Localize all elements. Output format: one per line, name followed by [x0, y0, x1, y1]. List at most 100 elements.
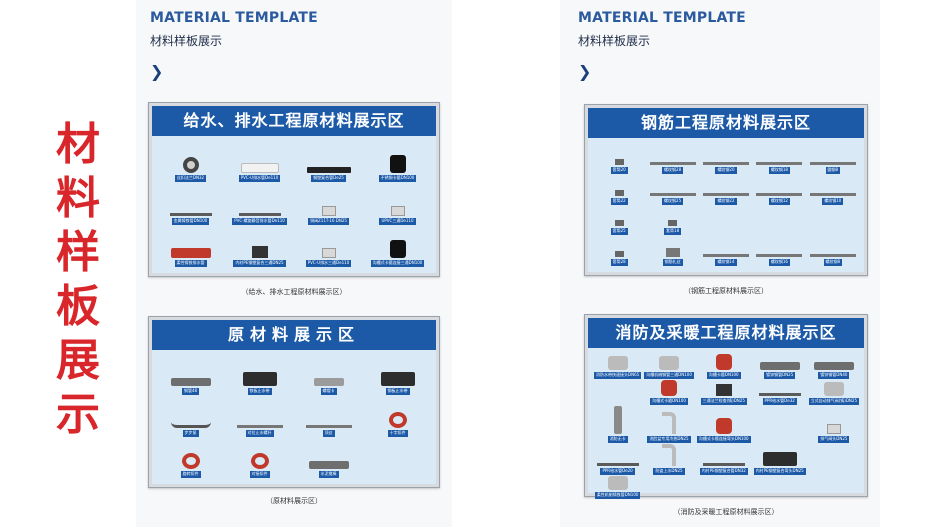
material-sample-image [702, 254, 749, 257]
material-sample-image [756, 192, 803, 196]
board-caption: （给水、排水工程原材料展示区） [241, 288, 347, 296]
material-sample-shape [826, 424, 841, 434]
material-item: 排气阀头DN25 [809, 406, 859, 443]
material-label: 螺纹钢18 [768, 166, 790, 174]
material-label: 螺纹钢22 [715, 197, 737, 205]
material-item: 消防无卡 [594, 406, 641, 443]
material-item: 钢板止水带 [365, 356, 430, 396]
material-item: 沟槽式卡箍连接三通DN100 [365, 227, 430, 267]
material-item: 圆钢8 [808, 144, 858, 174]
board-caption: （消防及采暖工程原材料展示区） [673, 508, 779, 516]
material-sample-shape [242, 372, 277, 387]
material-item: PVC-U排水三通De110 [296, 227, 361, 267]
material-label: 对拉止水螺杆 [245, 429, 274, 437]
material-label: 内衬PE钢塑复合弯头DN25 [753, 468, 806, 475]
material-label: PVC-U排水三通De110 [305, 259, 352, 267]
chevron-right-icon: ❯ [578, 62, 592, 81]
material-sample-shape [240, 163, 279, 174]
material-label: 螺帽卡 [320, 388, 337, 396]
material-item: 螺纹钢22 [701, 175, 751, 205]
board-title: 钢筋工程原材料展示区 [588, 108, 864, 138]
material-sample-shape [702, 192, 749, 196]
material-sample-shape [321, 205, 336, 216]
material-sample-image [169, 212, 212, 216]
material-sample-shape [813, 362, 854, 370]
material-sample-image [665, 248, 680, 257]
material-sample-image [715, 418, 732, 434]
material-sample-image [649, 192, 696, 196]
side-title-char-3: 样 [56, 227, 100, 278]
material-sample-image [649, 161, 696, 165]
material-sample-shape [170, 416, 211, 428]
material-sample-image [390, 205, 405, 216]
material-sample-shape [702, 254, 749, 257]
material-item: 套筒22 [594, 175, 644, 205]
material-label: 对接扣件 [249, 470, 270, 478]
material-item: 螺纹钢18 [754, 144, 804, 174]
material-sample-shape [649, 161, 696, 165]
material-sample-shape [388, 411, 407, 428]
material-sample-image [308, 460, 349, 469]
material-sample-shape [238, 212, 281, 216]
material-sample-shape [702, 463, 745, 466]
material-sample-shape [756, 254, 803, 257]
material-sample-shape [169, 212, 212, 216]
material-sample-shape [662, 444, 677, 466]
material-item: 柔性机制铸铁管DN100 [594, 476, 641, 499]
material-sample-shape [389, 155, 406, 174]
material-sample-shape [321, 247, 336, 258]
material-item: 套筒25 [594, 206, 644, 236]
material-item: 洗脸盆专用冷热DN25 [644, 406, 694, 443]
material-sample-image [389, 155, 406, 174]
board-title: 原材料展示区 [152, 320, 436, 350]
material-item [809, 444, 859, 475]
material-item: 立式自动排气阀(铸)DN25 [808, 380, 860, 405]
material-item: 螺纹钢20 [701, 144, 751, 174]
material-label: 套筒25 [610, 228, 628, 236]
material-label: 柔性机制铸铁管DN100 [594, 492, 641, 499]
material-sample-image [313, 378, 344, 387]
material-sample-image [668, 220, 678, 227]
material-sample-image [170, 416, 211, 428]
material-sample-image [614, 189, 624, 196]
material-sample-shape [380, 372, 415, 387]
material-sample-shape [181, 452, 200, 469]
material-label: 消防水带快速接头DN65 [594, 372, 642, 379]
material-label: 不锈钢卡箍DN100 [378, 175, 417, 183]
material-label: 三通法兰检查(铸)DN25 [700, 398, 747, 405]
material-sample-shape [758, 393, 801, 396]
board-caption: （钢筋工程原材料展示区） [684, 287, 768, 295]
side-title-char-5: 展 [56, 335, 100, 386]
material-sample-shape [306, 167, 351, 174]
material-item: 顶丝 [296, 397, 361, 437]
material-label: PVC-U排水管De110 [238, 175, 281, 183]
material-label: PPR给水管De20 [600, 468, 635, 475]
board-title: 消防及采暖工程原材料展示区 [588, 318, 864, 348]
material-item: 铜阀Z11T-16 DN25 [296, 184, 361, 225]
material-item: 螺帽卡 [296, 356, 361, 396]
material-sample-image [756, 161, 803, 165]
material-item: 沟槽式卡箍DN100 [644, 380, 694, 405]
material-label: 十字扣件 [387, 429, 408, 437]
material-sample-shape [308, 460, 349, 469]
material-sample-image [607, 476, 628, 490]
material-label: 螺纹钢25 [662, 197, 684, 205]
material-item: 套筒28 [594, 236, 644, 266]
material-label: 钢板止水带 [385, 388, 410, 396]
material-label: 旋转扣件 [180, 470, 201, 478]
material-sample-shape [809, 192, 856, 196]
material-sample-image [702, 192, 749, 196]
material-item: 沟槽式卡箍连接弯头DN100 [696, 406, 751, 443]
header-en: MATERIAL TEMPLATE [150, 10, 318, 26]
material-sample-shape [182, 157, 199, 174]
material-label: 铜阀Z11T-16 DN25 [308, 217, 349, 225]
material-item: 沟槽卡箍DN100 [697, 354, 751, 379]
side-title-char-6: 示 [56, 389, 100, 440]
material-sample-image [759, 362, 800, 370]
material-label: 排气阀头DN25 [818, 436, 850, 443]
material-item: 螺纹钢25 [647, 175, 697, 205]
material-label: PVC-螺旋静音排水管De110 [232, 217, 287, 225]
material-sample-shape [607, 356, 628, 370]
material-sample-image [250, 452, 269, 469]
